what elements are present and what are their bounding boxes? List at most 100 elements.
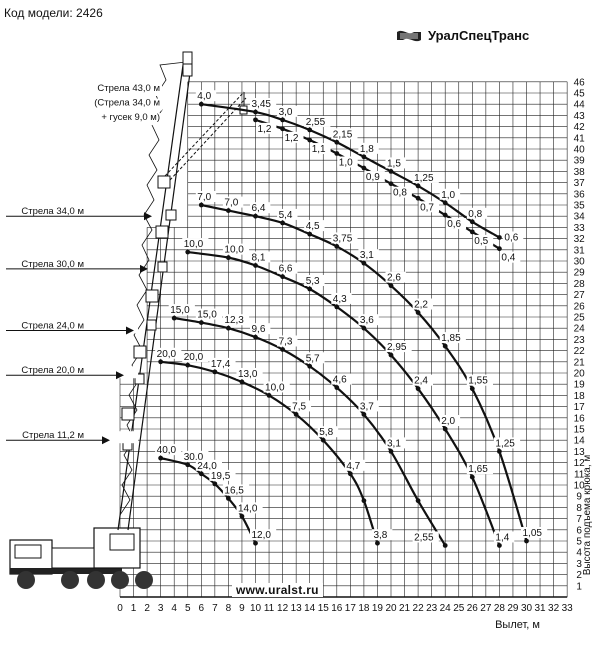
boom-label-bg <box>76 98 162 111</box>
capacity-label: 0,8 <box>468 209 482 220</box>
capacity-label-bg <box>466 207 488 219</box>
capacity-label-bg <box>364 171 385 183</box>
x-tick-label: 0 <box>117 603 123 614</box>
curve-point <box>253 213 258 219</box>
curve-point <box>226 208 231 214</box>
curve-point <box>239 379 245 385</box>
curve-point <box>185 462 191 468</box>
capacity-label-bg <box>304 352 325 364</box>
capacity-label: 4,3 <box>333 294 347 305</box>
y-tick-label: 37 <box>574 178 586 189</box>
capacity-label: 24,0 <box>197 461 217 472</box>
capacity-label-bg <box>385 437 406 449</box>
capacity-label: 1,65 <box>468 464 488 475</box>
y-tick-label: 5 <box>576 537 582 548</box>
y-tick-label: 31 <box>574 245 586 256</box>
boom-arrow-head <box>140 264 148 273</box>
curve-point <box>334 304 340 310</box>
capacity-label: 10,0 <box>184 239 204 250</box>
capacity-label: 12,3 <box>224 315 244 326</box>
capacity-label-bg <box>168 304 195 316</box>
capacity-label-bg <box>412 171 439 183</box>
capacity-label-bg <box>439 415 461 426</box>
y-tick-label: 2 <box>576 570 582 581</box>
capacity-label: 5,7 <box>306 353 320 364</box>
capacity-label: 5,8 <box>319 427 333 438</box>
capacity-label-bg <box>250 98 277 110</box>
capacity-label-bg <box>277 262 298 274</box>
curve-point <box>361 412 367 417</box>
capacity-label: 4,5 <box>306 221 320 232</box>
curve-point <box>266 393 272 398</box>
capacity-label-bg <box>236 502 263 514</box>
curve-point <box>253 263 258 268</box>
capacity-label-bg <box>290 400 312 412</box>
curve-point <box>497 449 502 454</box>
capacity-label: 30,0 <box>184 452 204 463</box>
y-tick-label: 29 <box>574 268 586 279</box>
y-tick-labels: 1234567891011121314151617181920212223242… <box>574 77 586 592</box>
x-tick-label: 30 <box>521 603 533 614</box>
capacity-label-bg <box>277 335 298 347</box>
truck-chassis <box>10 568 122 574</box>
curve-point <box>415 310 421 315</box>
curve-point <box>198 101 204 107</box>
capacity-label: 1,4 <box>495 532 509 543</box>
y-tick-label: 32 <box>574 234 586 245</box>
boom-label: Стрела 20,0 м <box>21 365 84 376</box>
website-link[interactable]: www.uralst.ru <box>232 583 323 597</box>
crane-illustration <box>9 51 248 589</box>
curve-point <box>226 496 231 501</box>
x-tick-label: 25 <box>453 603 465 614</box>
capacity-label-bg <box>412 298 433 310</box>
capacity-label: 7,0 <box>224 198 238 209</box>
capacity-label-bg <box>195 191 217 202</box>
capacity-label-bg <box>358 249 379 261</box>
capacity-label-bg <box>222 314 250 326</box>
y-tick-label: 33 <box>574 223 586 234</box>
capacity-label-bg <box>250 323 271 335</box>
y-tick-label: 6 <box>576 525 582 536</box>
capacity-label-bg <box>385 271 406 283</box>
curve-point <box>361 165 367 171</box>
capacity-label-bg <box>250 529 277 541</box>
capacity-label-bg <box>344 459 366 471</box>
capacity-label-bg <box>385 157 406 169</box>
capacity-label: 1,2 <box>258 124 272 135</box>
flag-logo-icon <box>397 30 421 41</box>
capacity-label-bg <box>358 400 379 412</box>
boom-label: + гусек 9,0 м) <box>101 112 160 123</box>
capacity-label-bg <box>250 251 271 263</box>
capacity-label: 17,4 <box>211 359 231 370</box>
capacity-label: 2,55 <box>414 532 434 543</box>
y-tick-label: 21 <box>574 357 586 368</box>
capacity-label-bg <box>236 367 263 379</box>
x-tick-label: 23 <box>426 603 438 614</box>
capacity-label-bg <box>155 444 182 456</box>
curve-point <box>415 386 421 392</box>
curve-point <box>469 219 475 225</box>
y-tick-label: 17 <box>574 402 586 413</box>
capacity-label-bg <box>331 373 352 385</box>
curve-point <box>198 202 204 208</box>
curve-point <box>497 543 502 548</box>
y-tick-label: 44 <box>574 100 586 111</box>
x-tick-label: 2 <box>144 603 150 614</box>
y-tick-label: 19 <box>574 380 586 391</box>
y-tick-label: 14 <box>574 436 586 447</box>
x-tick-label: 5 <box>185 603 191 614</box>
curve-point <box>239 513 245 519</box>
curve-point <box>469 474 475 480</box>
capacity-label: 3,45 <box>252 99 272 110</box>
curve-point <box>198 320 204 325</box>
x-tick-label: 21 <box>399 603 411 614</box>
capacity-label: 0,9 <box>366 172 380 183</box>
x-tick-label: 22 <box>413 603 425 614</box>
curve-point <box>253 334 258 340</box>
model-code-label: Код модели: 2426 <box>4 6 103 20</box>
curve-point <box>171 315 177 321</box>
capacity-label: 2,0 <box>441 416 455 427</box>
capacity-label-bg <box>195 308 222 320</box>
y-tick-label: 24 <box>574 324 586 335</box>
capacity-label: 3,7 <box>360 401 374 412</box>
